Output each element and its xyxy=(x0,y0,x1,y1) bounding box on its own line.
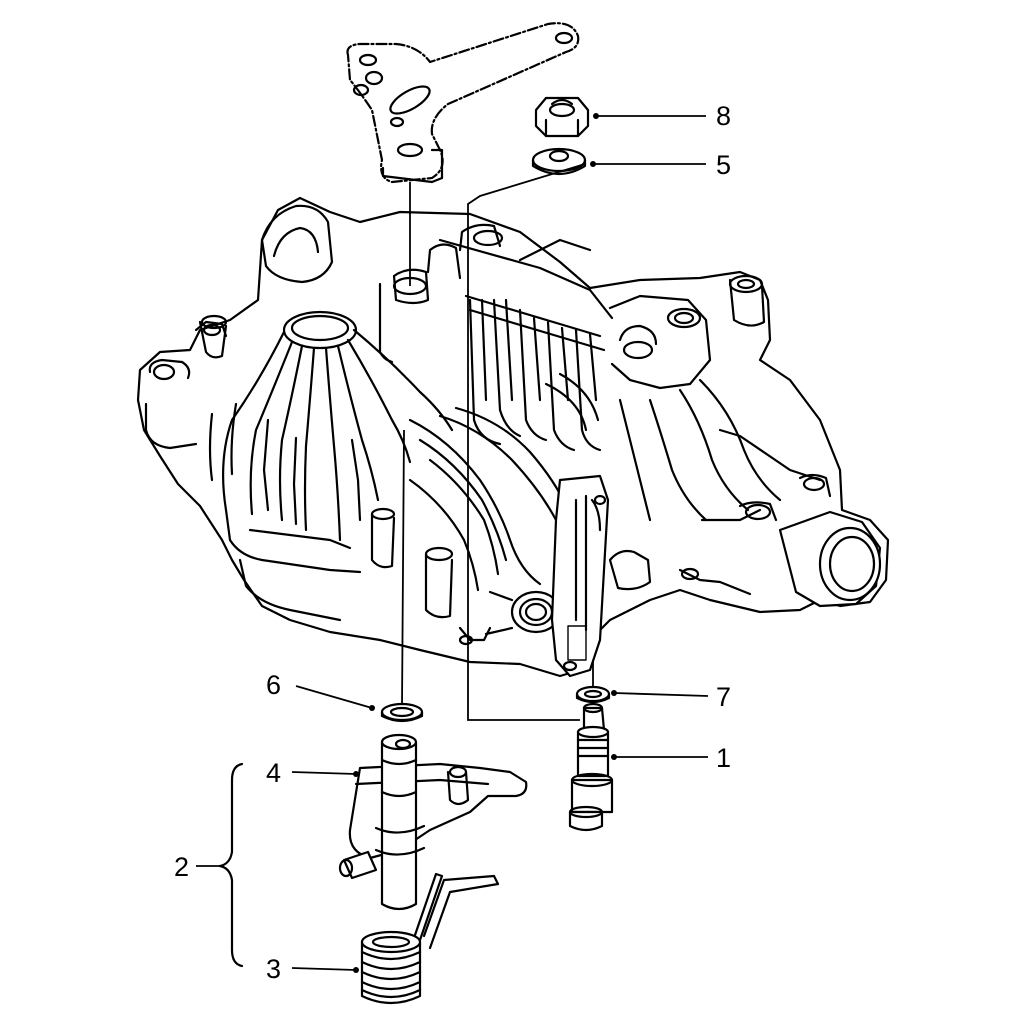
bracket-plate xyxy=(346,22,580,184)
callout-8: 8 xyxy=(716,101,731,131)
assembly-brace xyxy=(218,762,244,968)
explode-lines xyxy=(401,163,594,721)
callout-numbers: 8 5 6 7 1 4 2 3 xyxy=(174,101,731,984)
callout-6: 6 xyxy=(266,670,281,700)
washer-6 xyxy=(380,702,424,723)
transaxle-housing xyxy=(136,196,890,678)
callout-2: 2 xyxy=(174,852,189,882)
shift-arm xyxy=(338,733,528,911)
callout-5: 5 xyxy=(716,150,731,180)
callout-1: 1 xyxy=(716,743,731,773)
callout-leaders xyxy=(196,113,709,973)
callout-3: 3 xyxy=(266,954,281,984)
washer xyxy=(531,147,587,176)
torsion-spring xyxy=(360,872,500,1005)
valve-plug xyxy=(568,702,614,832)
nut xyxy=(534,96,590,138)
callout-7: 7 xyxy=(716,682,731,712)
callout-4: 4 xyxy=(266,758,281,788)
washer-7 xyxy=(575,685,611,704)
